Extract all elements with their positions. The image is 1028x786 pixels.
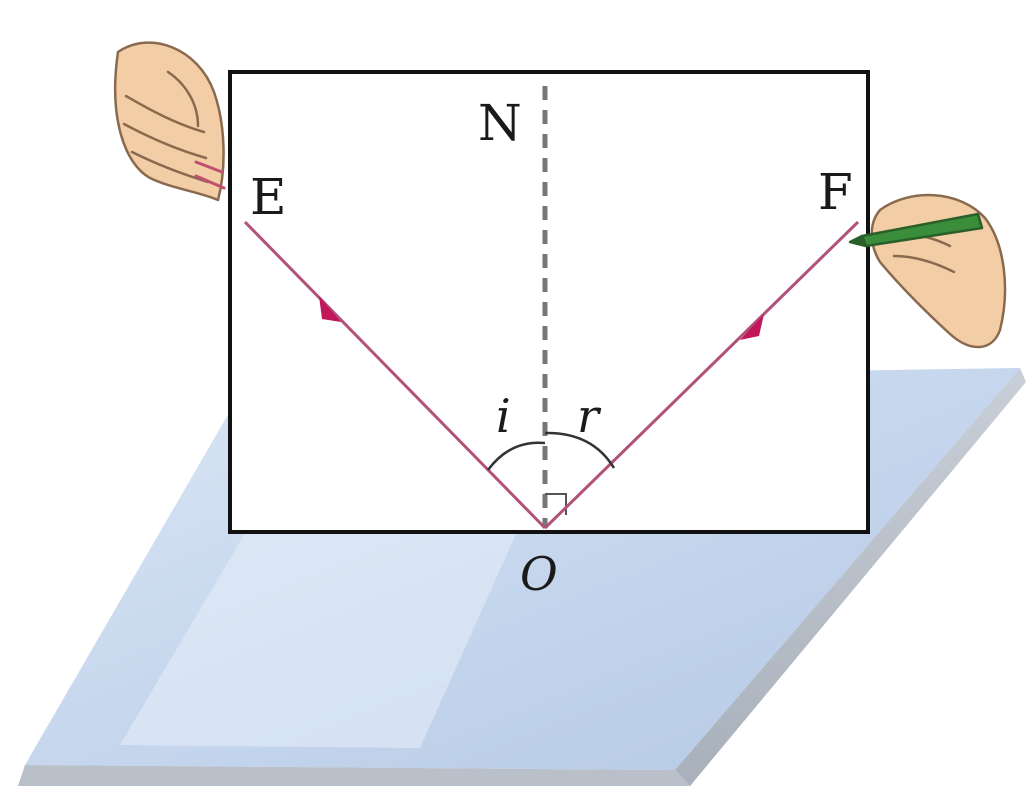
incidence-angle-arc (486, 441, 546, 471)
label-angle-r: r (577, 389, 602, 443)
reflection-angle-arc (544, 431, 616, 469)
mirror-right-edge (675, 368, 1026, 786)
right-hand-palm (870, 193, 1007, 349)
pencil-tip (848, 234, 868, 248)
label-point-F: F (818, 163, 853, 221)
left-hand-palm (114, 41, 225, 202)
label-angle-i: i (496, 389, 511, 443)
incident-ray-arrow (319, 296, 341, 322)
right-hand-with-pen-icon (848, 193, 1007, 349)
incident-ray (243, 220, 547, 530)
left-hand-thumb (166, 70, 200, 128)
label-point-E: E (250, 168, 287, 226)
reflected-ray-arrow (740, 314, 764, 340)
label-point-O: O (520, 547, 558, 601)
left-hand-nails (194, 160, 226, 190)
label-normal-N: N (478, 94, 522, 152)
left-hand-fingers (122, 94, 210, 184)
paper-board (228, 70, 870, 534)
reflected-ray (543, 220, 860, 530)
mirror-front-edge (18, 765, 690, 786)
left-hand-icon (114, 41, 226, 202)
